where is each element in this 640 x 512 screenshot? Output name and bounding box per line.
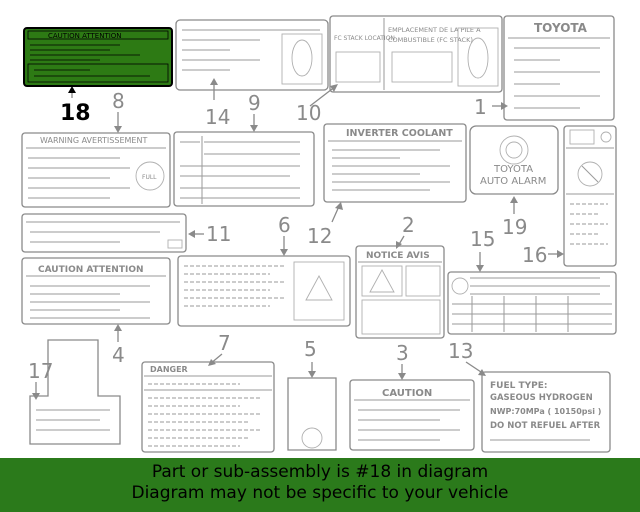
nwp-text: NWP:70MPa ( 10150psi ): [490, 407, 601, 416]
callout-5[interactable]: 5: [304, 337, 317, 361]
part-10-fc-stack-label[interactable]: FC STACK LOCATION EMPLACEMENT DE LA PILE…: [329, 15, 503, 93]
callout-11[interactable]: 11: [206, 222, 231, 246]
fc-stack-location-text: FC STACK LOCATION: [334, 35, 395, 42]
emplacement-line2: COMBUSTIBLE (FC STACK): [388, 36, 473, 44]
callout-19[interactable]: 19: [502, 215, 527, 239]
callout-17[interactable]: 17: [28, 359, 53, 383]
warning-avertissement-text: WARNING AVERTISSEMENT: [40, 136, 147, 145]
part-5-label[interactable]: [287, 377, 337, 451]
part-8-warning-label[interactable]: WARNING AVERTISSEMENT FULL: [21, 132, 171, 208]
callout-4[interactable]: 4: [112, 343, 125, 367]
auto-alarm-text: AUTO ALARM: [480, 176, 546, 187]
alarm-toyota-text: TOYOTA: [493, 164, 533, 175]
callout-1[interactable]: 1: [474, 95, 487, 119]
part-18-caution-label[interactable]: CAUTION ATTENTION: [23, 27, 173, 87]
part-16-label[interactable]: [563, 125, 617, 267]
part-4-caution-attention-label[interactable]: CAUTION ATTENTION: [21, 257, 171, 325]
notice-avis-text: NOTICE AVIS: [366, 251, 430, 261]
part-6-recycle-label[interactable]: [177, 255, 351, 327]
do-not-refuel-text: DO NOT REFUEL AFTER: [490, 421, 601, 431]
part-2-notice-label[interactable]: NOTICE AVIS: [355, 245, 445, 339]
callout-14[interactable]: 14: [205, 105, 230, 129]
part-1-toyota-label[interactable]: TOYOTA: [503, 15, 615, 121]
callout-16[interactable]: 16: [522, 243, 547, 267]
parts-diagram: CAUTION ATTENTION 18 14 9 8: [21, 15, 617, 453]
callout-6[interactable]: 6: [278, 213, 291, 237]
callout-7[interactable]: 7: [218, 331, 231, 355]
part-11-label[interactable]: [21, 213, 187, 253]
part-19-auto-alarm-label[interactable]: TOYOTA AUTO ALARM: [469, 125, 559, 195]
callout-2[interactable]: 2: [402, 213, 415, 237]
part-12-inverter-coolant-label[interactable]: INVERTER COOLANT: [323, 123, 467, 203]
part-15-table-label[interactable]: [447, 271, 617, 335]
part-7-danger-label[interactable]: DANGER: [141, 361, 275, 453]
gaseous-hydrogen-text: GASEOUS HYDROGEN: [490, 393, 593, 403]
banner-line-2: Diagram may not be specific to your vehi…: [131, 483, 509, 503]
inverter-coolant-text: INVERTER COOLANT: [346, 128, 453, 139]
fuel-type-text: FUEL TYPE:: [490, 381, 547, 391]
part-9-label[interactable]: [173, 131, 315, 207]
callout-18[interactable]: 18: [60, 101, 91, 126]
callout-13[interactable]: 13: [448, 339, 473, 363]
caution-text: CAUTION: [382, 388, 432, 399]
caution-attention-text: CAUTION ATTENTION: [38, 265, 144, 275]
danger-text: DANGER: [150, 365, 188, 374]
callout-3[interactable]: 3: [396, 341, 409, 365]
full-text: FULL: [142, 174, 157, 181]
toyota-text: TOYOTA: [534, 21, 588, 35]
callout-8[interactable]: 8: [112, 89, 125, 113]
part-17-label[interactable]: [29, 339, 121, 445]
banner-line-1: Part or sub-assembly is #18 in diagram: [151, 462, 489, 482]
callout-10[interactable]: 10: [296, 101, 321, 125]
callout-9[interactable]: 9: [248, 91, 261, 115]
part-13-fuel-type-label[interactable]: FUEL TYPE: GASEOUS HYDROGEN NWP:70MPa ( …: [481, 371, 611, 453]
info-banner: Part or sub-assembly is #18 in diagram D…: [0, 458, 640, 512]
callout-15[interactable]: 15: [470, 227, 495, 251]
caution-attention-small-text: CAUTION ATTENTION: [48, 32, 122, 40]
emplacement-line1: EMPLACEMENT DE LA PILE A: [388, 26, 481, 34]
callout-12[interactable]: 12: [307, 224, 332, 248]
part-14-label[interactable]: [175, 19, 329, 91]
part-3-caution-label[interactable]: CAUTION: [349, 379, 475, 451]
